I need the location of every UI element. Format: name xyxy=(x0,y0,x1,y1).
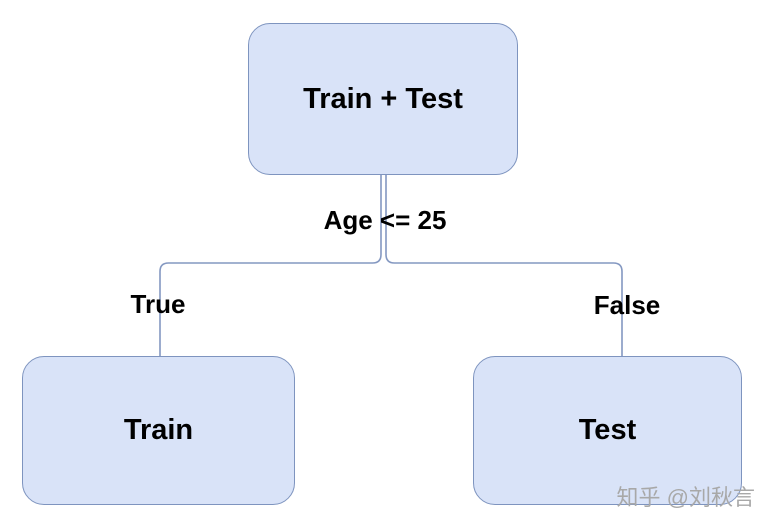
node-train-label: Train xyxy=(123,414,194,446)
node-left-train: Train xyxy=(22,356,295,505)
node-root-label: Train + Test xyxy=(303,82,463,115)
edge-true-connector xyxy=(159,175,382,356)
edge-label-condition: Age <= 25 xyxy=(323,205,447,235)
edge-label-true: True xyxy=(130,289,186,319)
edge-label-false: False xyxy=(593,290,661,320)
node-test-label: Test xyxy=(578,414,637,446)
node-right-test: Test xyxy=(473,356,742,505)
zhihu-watermark: 知乎 @刘秋言 xyxy=(616,485,755,510)
node-root-train-plus-test: Train + Test xyxy=(248,23,518,175)
edge-false-connector xyxy=(385,175,623,356)
